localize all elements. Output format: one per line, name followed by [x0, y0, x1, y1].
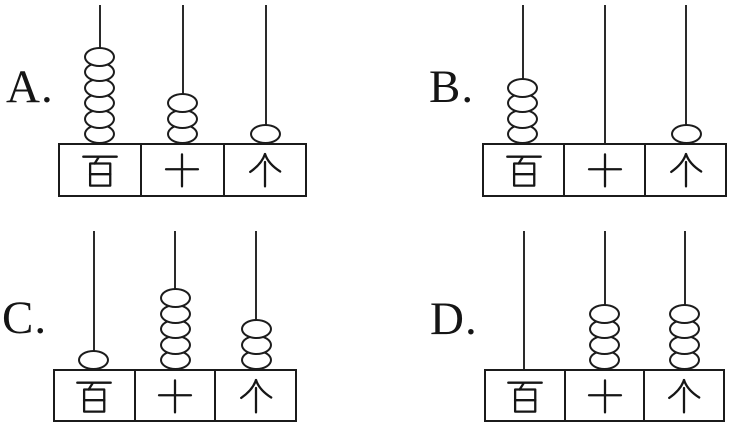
place-cell-ones	[222, 145, 305, 195]
rod-tens	[181, 5, 184, 143]
bead	[167, 93, 198, 113]
rod-ones	[264, 5, 267, 143]
hanzi-ones-glyph	[239, 378, 273, 413]
hanzi-hundreds-glyph	[506, 381, 543, 413]
rod-tens	[603, 231, 606, 369]
bead	[507, 77, 539, 98]
hanzi-ones-glyph	[248, 152, 282, 188]
hanzi-hundreds-glyph	[82, 155, 119, 187]
rod-hundreds	[523, 231, 526, 369]
hanzi-hundreds-glyph	[76, 381, 113, 413]
bead	[84, 46, 115, 67]
rod-tens	[603, 5, 606, 143]
option-label: A.	[6, 61, 54, 113]
bead	[78, 350, 110, 370]
rod-hundreds	[92, 231, 95, 369]
place-cell-ones	[644, 145, 725, 195]
place-cell-hundreds	[55, 371, 134, 420]
place-cell-hundreds	[484, 145, 563, 195]
place-cell-tens	[133, 371, 215, 420]
place-cell-ones	[214, 371, 295, 420]
place-value-box	[58, 143, 307, 197]
hanzi-tens-glyph	[165, 153, 200, 188]
option-label: B.	[429, 61, 475, 113]
bead	[670, 124, 702, 144]
rod-ones	[255, 231, 258, 369]
rod-ones	[685, 5, 688, 143]
hanzi-tens-glyph	[157, 378, 193, 413]
place-cell-hundreds	[486, 371, 564, 420]
hanzi-ones-glyph	[668, 378, 701, 413]
place-cell-tens	[140, 145, 222, 195]
hanzi-tens-glyph	[587, 153, 622, 188]
bead	[240, 319, 272, 339]
rod-ones	[683, 231, 686, 369]
hanzi-ones-glyph	[669, 152, 702, 188]
place-cell-tens	[563, 145, 644, 195]
rod-hundreds	[521, 5, 524, 143]
place-value-box	[53, 369, 297, 422]
option-label: C.	[2, 292, 48, 344]
place-cell-tens	[563, 371, 644, 420]
place-value-box	[484, 369, 725, 422]
place-cell-ones	[643, 371, 723, 420]
place-cell-hundreds	[60, 145, 140, 195]
bead	[250, 124, 281, 144]
bead	[669, 303, 701, 324]
option-label: D.	[430, 293, 478, 345]
hanzi-tens-glyph	[587, 378, 622, 413]
bead	[159, 288, 191, 308]
hanzi-hundreds-glyph	[505, 155, 542, 187]
place-value-box	[482, 143, 727, 197]
bead	[589, 303, 620, 324]
